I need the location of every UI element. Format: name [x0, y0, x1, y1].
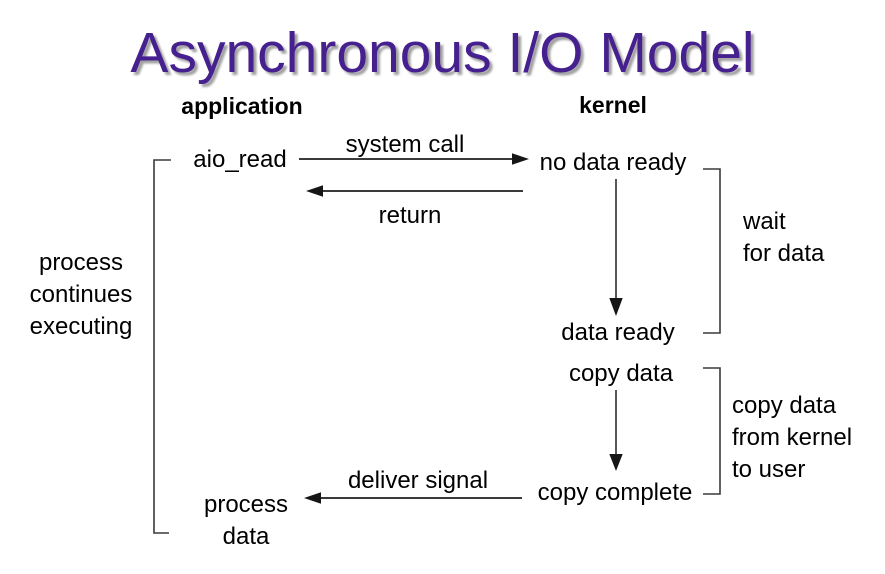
- annotation-wait-for-data-line1: wait: [743, 208, 786, 235]
- copy-arrow: [609, 390, 623, 471]
- annotation-copy-kernel-user: copy data from kernel to user: [732, 390, 852, 486]
- wait-for-data-bracket: [703, 168, 721, 334]
- annotation-process-continues-line1: process: [38, 249, 124, 276]
- column-header-application: application: [181, 93, 303, 119]
- node-data-ready: data ready: [561, 319, 675, 346]
- process-loop-bracket: [153, 159, 171, 534]
- annotation-wait-for-data-line2: for data: [743, 240, 825, 267]
- return-arrow: [306, 185, 523, 197]
- column-header-kernel: kernel: [579, 92, 647, 118]
- annotation-process-continues: process continues executing: [30, 247, 133, 343]
- annotation-copy-kernel-user-line1: copy data: [732, 392, 837, 419]
- annotation-wait-for-data: wait for data: [743, 206, 824, 270]
- node-process-data-line2: data: [222, 523, 270, 550]
- annotation-copy-kernel-user-line2: from kernel: [732, 424, 853, 451]
- annotation-copy-kernel-user-line3: to user: [732, 456, 806, 483]
- wait-arrow: [609, 179, 623, 316]
- page-title: Asynchronous I/O Model: [130, 21, 755, 85]
- copy-data-bracket: [703, 367, 721, 495]
- node-aio-read: aio_read: [193, 146, 287, 173]
- node-no-data-ready: no data ready: [539, 149, 687, 176]
- annotation-process-continues-line3: executing: [29, 313, 133, 340]
- annotation-process-continues-line2: continues: [29, 281, 133, 308]
- node-process-data-line1: process: [203, 491, 289, 518]
- edge-label-system-call: system call: [345, 131, 465, 158]
- node-copy-data: copy data: [568, 360, 674, 387]
- edge-label-deliver-signal: deliver signal: [347, 467, 489, 494]
- edge-label-return: return: [378, 202, 442, 229]
- node-process-data: process data: [204, 489, 288, 553]
- node-copy-complete: copy complete: [537, 479, 693, 506]
